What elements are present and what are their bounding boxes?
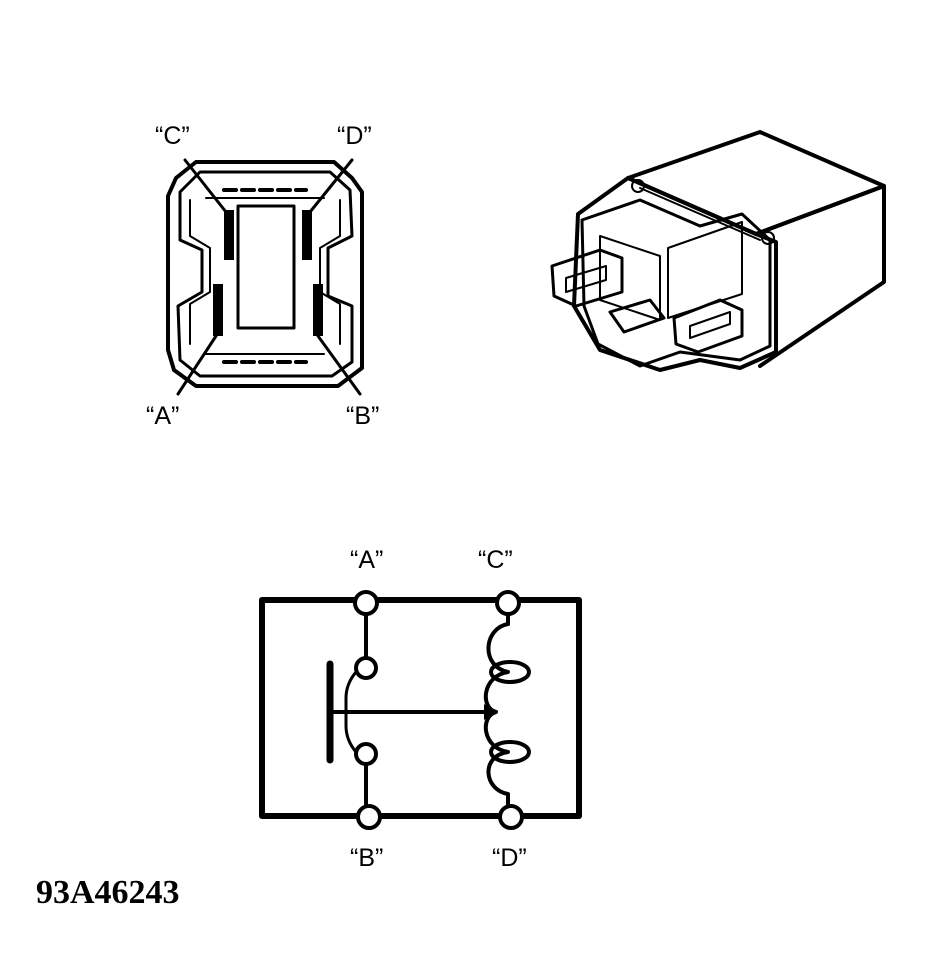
actuator-arrowhead (484, 704, 496, 720)
connector-label-a: “A” (146, 402, 179, 430)
schematic-label-c: “C” (478, 546, 513, 574)
figure-code: 93A46243 (36, 874, 180, 911)
connector-end-view: “C” “D” “A” “B” (146, 122, 379, 430)
terminal-d-blade (302, 210, 312, 260)
terminal-b-blade (313, 284, 323, 336)
schematic-label-b: “B” (350, 844, 383, 872)
connector-label-d: “D” (337, 122, 372, 150)
terminal-c-node (495, 590, 521, 616)
terminal-a-node (353, 590, 379, 616)
terminal-d-node (498, 804, 524, 830)
schematic-label-d: “D” (492, 844, 527, 872)
schematic-frame (259, 597, 582, 819)
relay-3d-illustration (550, 130, 886, 372)
terminal-b-node (356, 804, 382, 830)
connector-label-b: “B” (346, 402, 379, 430)
switch-contact-lower (354, 742, 378, 766)
relay-coil (483, 622, 510, 806)
relay-schematic: “A” “C” “B” “D” (259, 546, 582, 872)
switch-contact-upper (354, 656, 378, 680)
terminal-a-blade (213, 284, 223, 336)
connector-label-c: “C” (155, 122, 190, 150)
terminal-c-blade (224, 210, 234, 260)
schematic-label-a: “A” (350, 546, 383, 574)
